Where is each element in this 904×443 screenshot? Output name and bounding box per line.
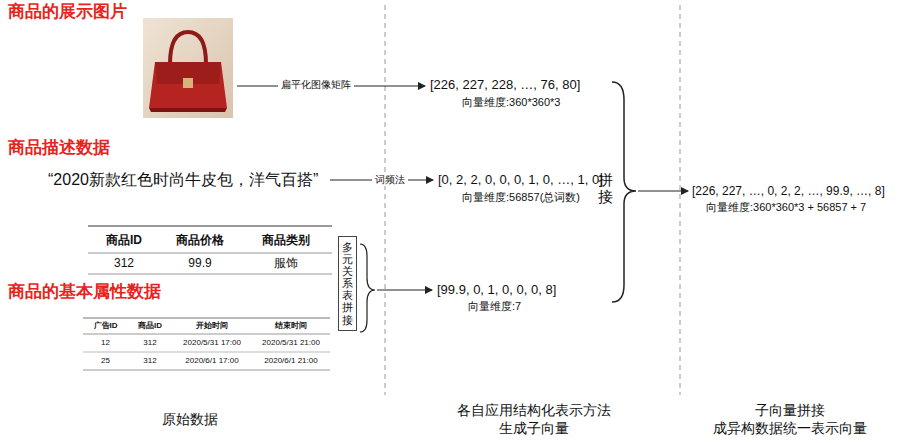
vector-text: [0, 2, 2, 0, 0, 0, 1, 0, …, 1, 0]	[438, 172, 603, 188]
dimension-note: 向量维度:7	[468, 300, 521, 313]
vector-text: [226, 227, …, 0, 2, 2, …, 99.9, …, 8]	[692, 184, 885, 198]
bracket	[360, 244, 375, 332]
table-cell: 2020/5/31 21:00	[252, 338, 330, 348]
column-caption: 子向量拼接 成异构数据统一表示向量	[710, 401, 870, 437]
heading: 商品的展示图片	[8, 2, 127, 22]
column-caption: 原始数据	[150, 410, 230, 428]
dimension-note: 向量维度:56857(总词数)	[462, 191, 580, 204]
table-cell: 2020/6/1 21:00	[252, 356, 330, 366]
dimension-note: 向量维度:360*360*3 + 56857 + 7	[706, 201, 866, 214]
description-text: “2020新款红色时尚牛皮包，洋气百搭”	[48, 170, 318, 189]
arrow-label: 扁平化图像矩阵	[278, 79, 354, 91]
handbag-photo	[143, 18, 233, 118]
table-cell: 2020/5/31 17:00	[172, 338, 252, 348]
table-rule	[83, 370, 330, 371]
arrow-line	[638, 191, 688, 192]
table-cell: 312	[128, 356, 172, 366]
table-cell: 312	[88, 256, 160, 270]
table-cell: 12	[83, 338, 128, 348]
table-rule	[88, 225, 332, 227]
table-rule	[88, 253, 332, 254]
arrow-label: 词频法	[372, 174, 408, 186]
table-cell: 25	[83, 356, 128, 366]
vector-text: [99.9, 0, 1, 0, 0, 0, 8]	[437, 282, 556, 298]
table-header: 商品类别	[240, 233, 332, 247]
heading: 商品的基本属性数据	[8, 282, 161, 302]
box-text: 多元关系表拼接	[342, 241, 353, 326]
dimension-note: 向量维度:360*360*3	[462, 96, 560, 109]
divider-line	[385, 5, 386, 395]
vector-text: [226, 227, 228, …, 76, 80]	[430, 77, 580, 93]
table-header: 商品价格	[160, 233, 240, 247]
table-rule	[83, 318, 330, 319]
table-cell: 312	[128, 338, 172, 348]
vertical-label: 拼接	[598, 172, 613, 205]
table-rule	[88, 274, 332, 275]
table-header: 开始时间	[172, 321, 252, 331]
table-header: 商品ID	[88, 233, 160, 247]
bag-handle	[170, 32, 206, 64]
arrow-line	[377, 290, 432, 291]
bag-base	[149, 108, 227, 112]
table-header: 结束时间	[252, 321, 330, 331]
heading: 商品描述数据	[8, 138, 110, 158]
table-cell: 99.9	[160, 256, 240, 270]
brace	[612, 82, 636, 302]
divider-line	[680, 5, 681, 395]
table-cell: 服饰	[240, 256, 332, 270]
bag-clasp	[183, 78, 193, 88]
table-rule	[83, 352, 330, 353]
bag-body	[149, 62, 227, 108]
table-rule	[83, 334, 330, 335]
table-cell: 2020/6/1 17:00	[172, 356, 252, 366]
photo-ground	[143, 18, 233, 118]
table-header: 广告ID	[83, 321, 128, 331]
table-header: 商品ID	[128, 321, 172, 331]
process-box: 多元关系表拼接	[338, 236, 357, 331]
column-caption: 各自应用结构化表示方法 生成子向量	[443, 401, 625, 437]
